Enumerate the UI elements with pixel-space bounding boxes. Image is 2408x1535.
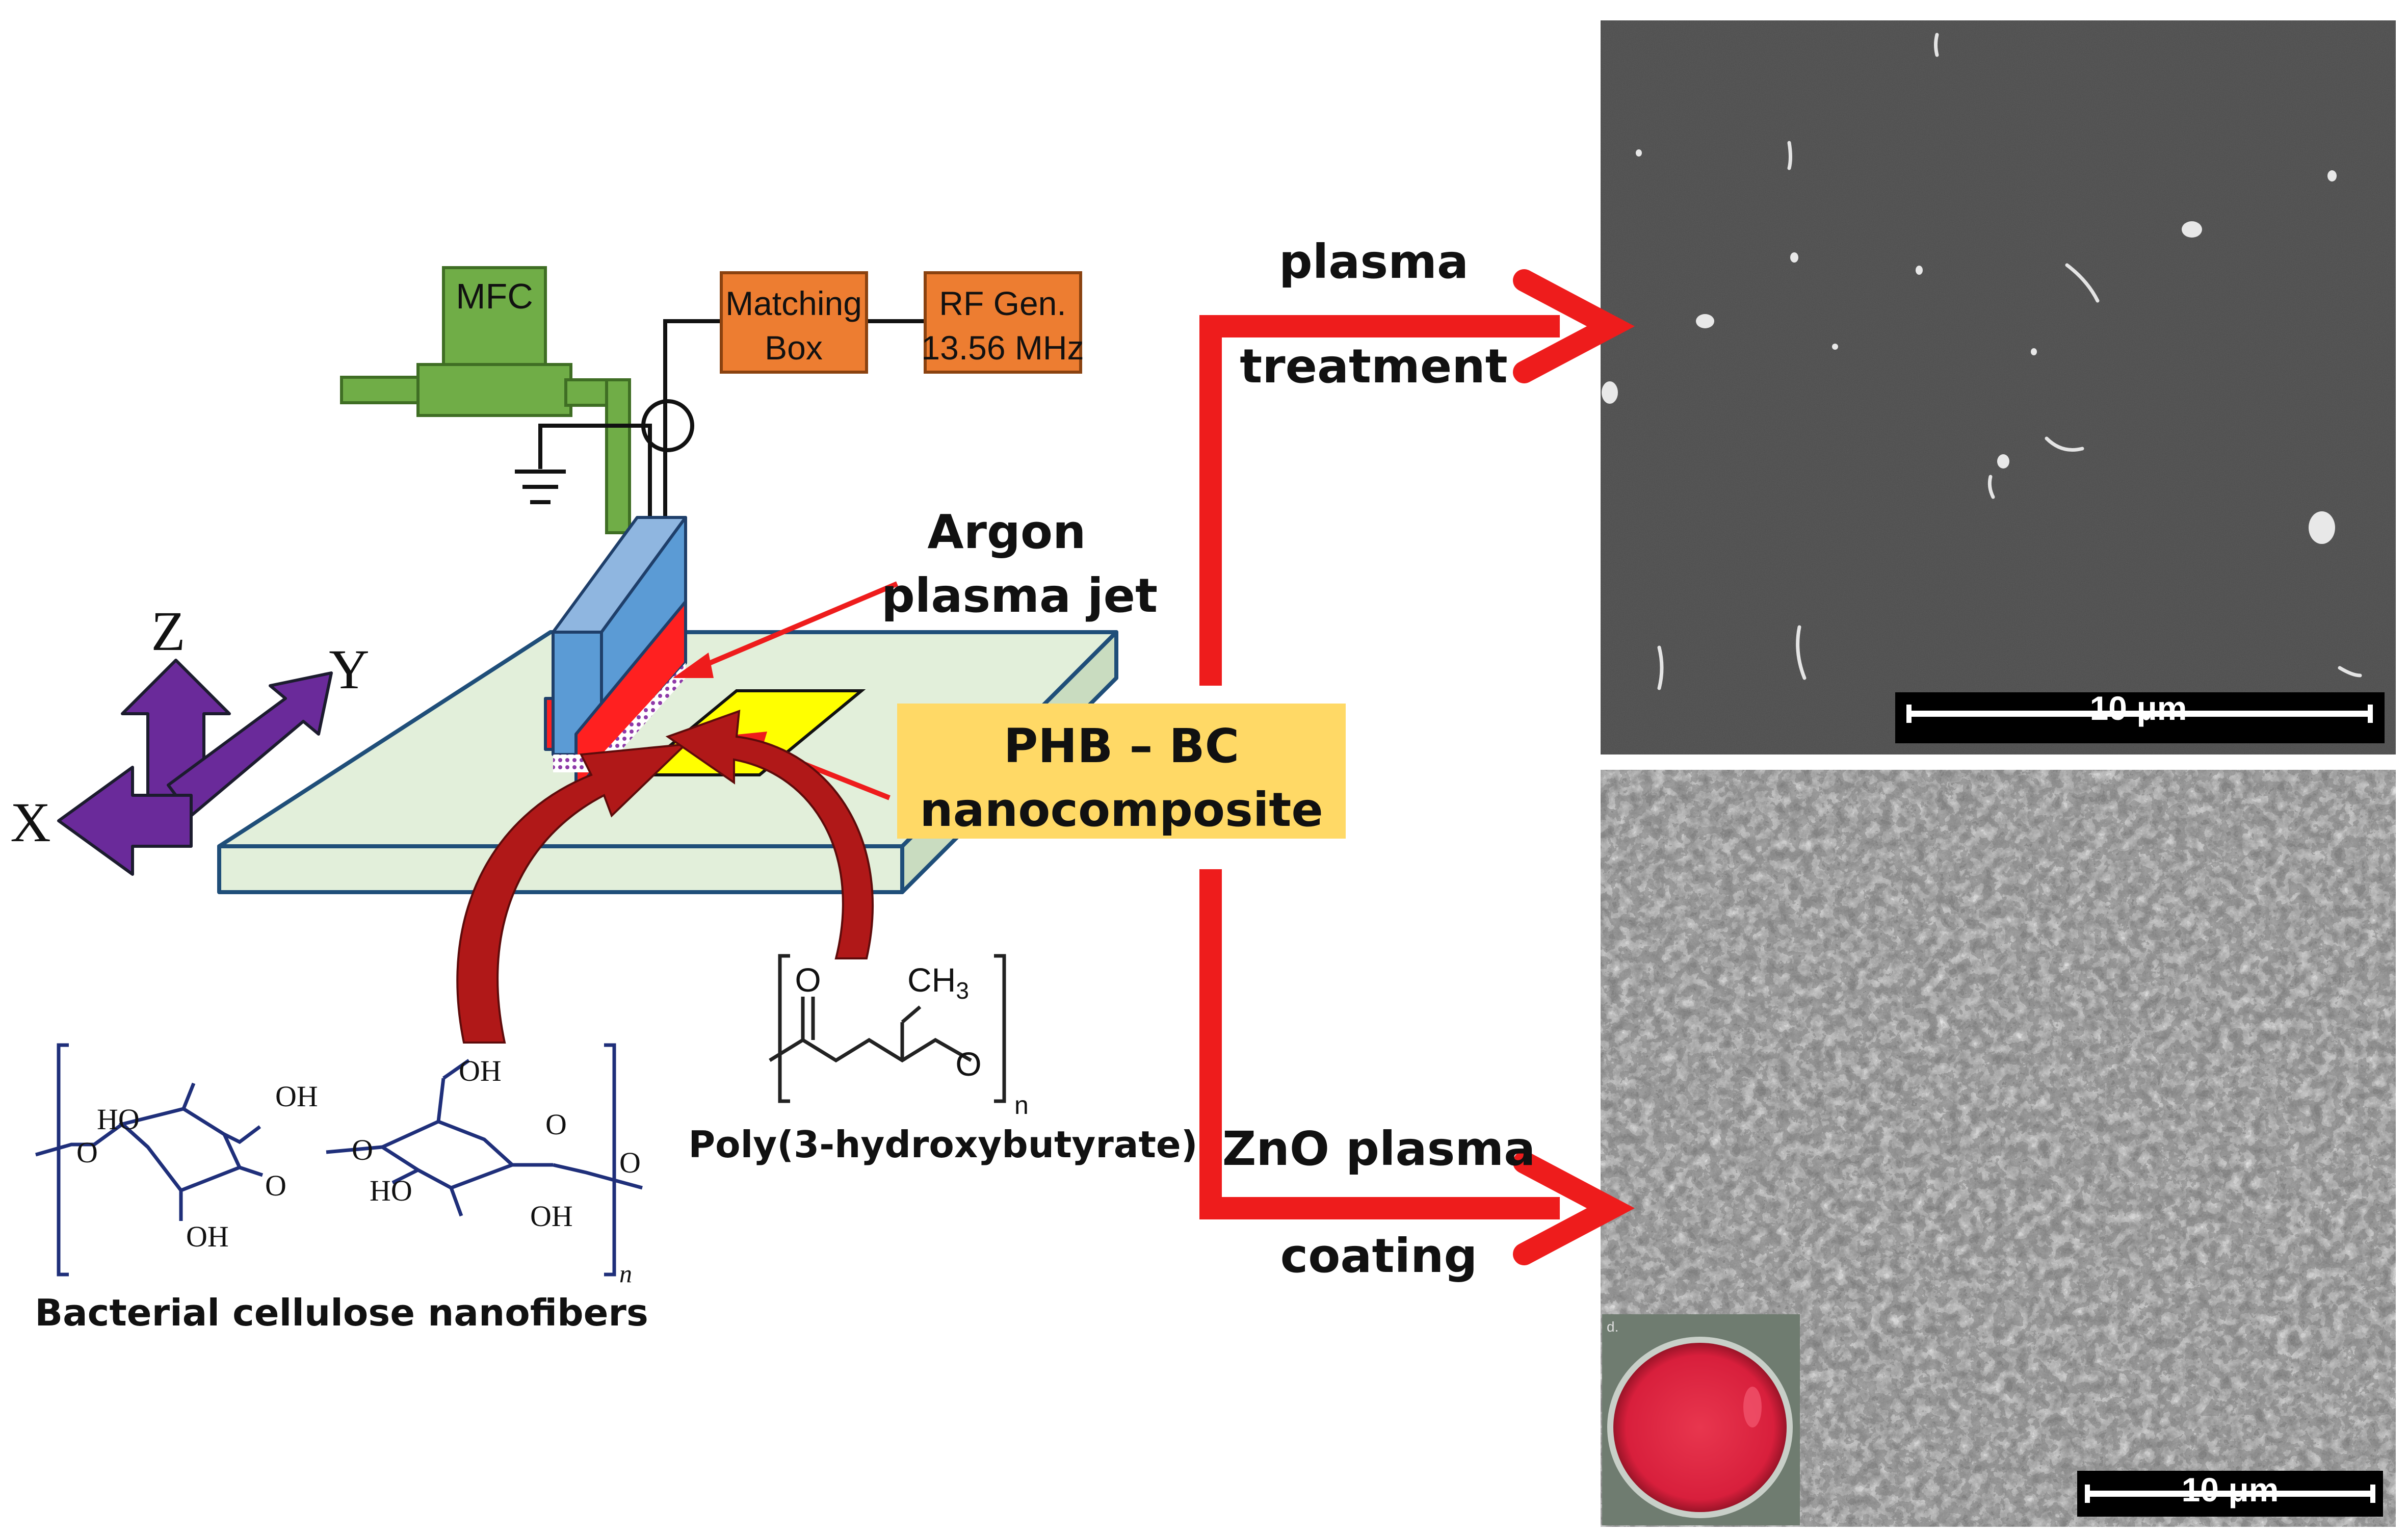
gas-down-pipe — [605, 378, 631, 534]
bc-ho-right: HO — [370, 1174, 412, 1207]
mfc-label: MFC — [456, 276, 533, 316]
axis-x-arrow — [57, 766, 193, 876]
sem-image-plasma-treated: 10 μm — [1601, 20, 2396, 755]
matching-box: Matching Box — [720, 271, 868, 374]
bc-oh-top-1: OH — [275, 1080, 318, 1113]
phb-carbonyl-o: O — [795, 961, 821, 999]
bc-ring-o-1: O — [265, 1169, 286, 1202]
argon-label-1: Argon — [927, 505, 1086, 559]
zno-coating-label-1: ZnO plasma — [1222, 1122, 1536, 1176]
phb-bc-label-1: PHB – BC — [1004, 719, 1239, 773]
phb-bc-label-2: nanocomposite — [920, 783, 1323, 837]
matching-box-label-1: Matching — [725, 284, 862, 322]
phb-methyl: CH3 — [907, 961, 969, 1004]
axis-z-label: Z — [151, 600, 185, 662]
bc-glycosidic-o: O — [352, 1133, 373, 1166]
zno-coating-label-2: coating — [1280, 1229, 1478, 1283]
bc-name: Bacterial cellulose nanofibers — [35, 1291, 648, 1334]
phb-bc-label-box: PHB – BC nanocomposite — [897, 704, 1346, 839]
phb-subscript-n: n — [1014, 1091, 1029, 1120]
curved-arrow-from-cellulose — [456, 743, 689, 1044]
cellulose-labels: OH HO O O OH O OH O HO OH O n — [76, 1054, 641, 1288]
electrode-red-front — [544, 697, 555, 751]
phb-methyl-3: 3 — [956, 977, 969, 1004]
ground-line — [538, 424, 652, 530]
gas-body — [416, 363, 572, 417]
axis-x-label: X — [10, 791, 50, 853]
scale-bar-top-label: 10 μm — [2090, 689, 2187, 727]
gas-supply — [340, 266, 631, 534]
bc-o-left: O — [76, 1136, 98, 1169]
rf-gen-label-2: 13.56 MHz — [921, 329, 1084, 367]
phb-structure — [769, 954, 1006, 1103]
axis-y-arrow — [167, 671, 333, 817]
current-probe — [641, 399, 694, 452]
petri-dish-inset: d. — [1602, 1314, 1800, 1525]
plasma-jet-electrodes — [544, 516, 687, 792]
curved-arrow-from-phb — [665, 710, 874, 959]
gas-inlet-pipe — [340, 376, 425, 404]
bc-o-right: O — [619, 1146, 641, 1179]
inset-label: d. — [1607, 1319, 1618, 1335]
bc-ring-o-2: O — [545, 1108, 567, 1141]
bc-ho-left: HO — [97, 1103, 140, 1136]
plasma-treatment-label-1: plasma — [1279, 235, 1469, 289]
argon-pointer-head — [673, 653, 714, 678]
argon-label-2: plasma jet — [881, 568, 1158, 623]
sem-image-zno-coated: d. 10 μm — [1601, 770, 2396, 1527]
xyz-axes — [57, 659, 333, 876]
mfc-box — [442, 266, 547, 366]
rf-generator: RF Gen. 13.56 MHz — [921, 271, 1084, 374]
phb-name: Poly(3-hydroxybutyrate) — [688, 1123, 1197, 1166]
argon-pointer — [697, 581, 898, 670]
phb-methyl-ch: CH — [907, 961, 956, 999]
bc-subscript-n: n — [619, 1259, 632, 1288]
branch-arrows — [1199, 315, 1560, 1219]
arrow-to-zno-coating — [1199, 869, 1560, 1219]
axis-y-label: Y — [329, 638, 369, 700]
bc-oh-bottom-1: OH — [186, 1220, 229, 1253]
arrow-to-plasma-treatment — [1199, 315, 1560, 686]
phb-ester-o: O — [955, 1045, 981, 1083]
matching-box-label-2: Box — [765, 329, 823, 367]
bc-oh-top-2: OH — [459, 1054, 502, 1087]
rf-gen-label-1: RF Gen. — [939, 284, 1066, 322]
arrowhead-top — [1513, 269, 1635, 383]
plasma-treatment-label-2: treatment — [1240, 339, 1508, 394]
arrowhead-bottom — [1513, 1151, 1635, 1265]
scale-bar-bottom-label: 10 μm — [2182, 1471, 2279, 1508]
cellulose-structure — [35, 1043, 643, 1277]
bc-oh-bottom-2: OH — [530, 1200, 573, 1233]
